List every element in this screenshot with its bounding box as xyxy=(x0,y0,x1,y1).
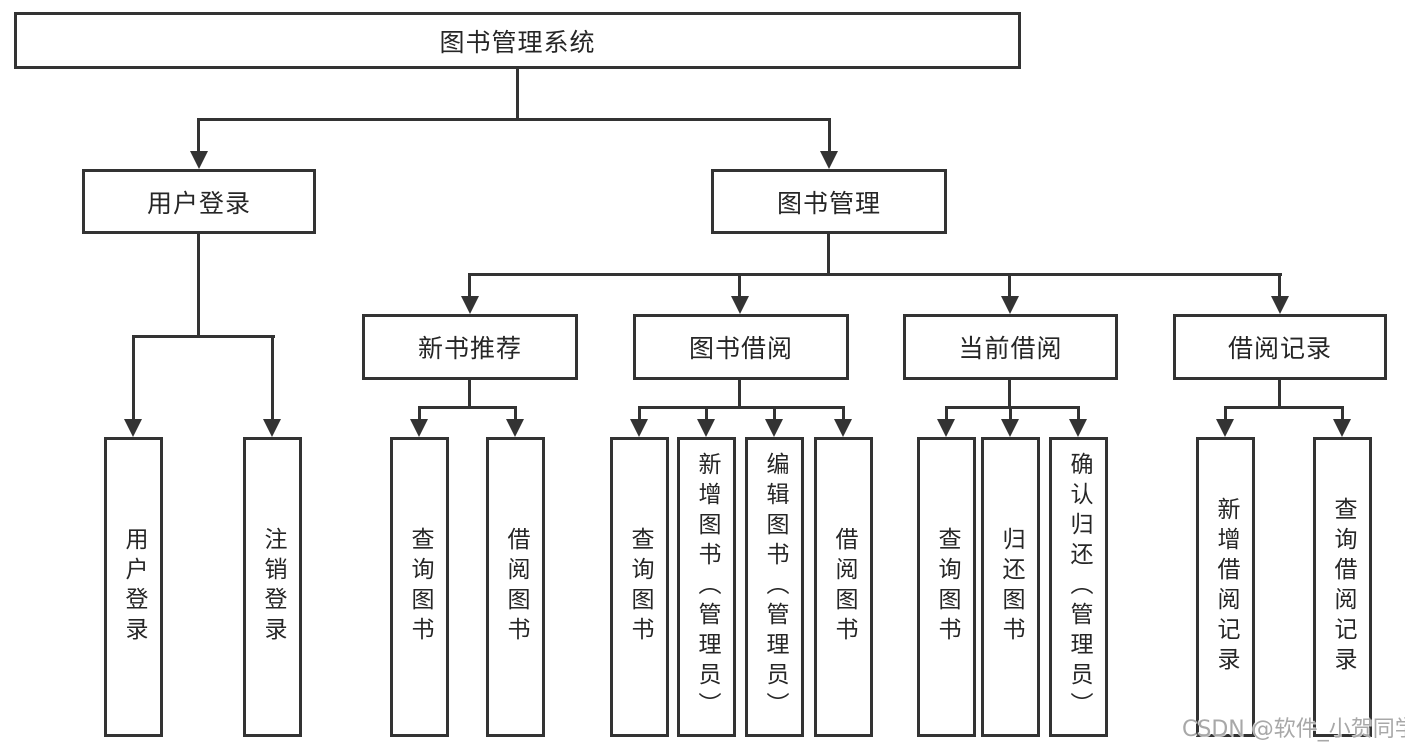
stem-line xyxy=(1009,406,1012,421)
node-user-login-label: 用户登录 xyxy=(146,188,251,218)
leaf-logout-label: 注销登录 xyxy=(260,527,286,647)
leaf-borrow-books-recommend: 借阅图书 xyxy=(486,437,545,737)
stem-line xyxy=(1008,273,1011,298)
bus-line xyxy=(945,406,1080,409)
leaf-user-login: 用户登录 xyxy=(104,437,163,737)
stem-line xyxy=(516,69,519,120)
node-user-login: 用户登录 xyxy=(82,169,316,234)
leaf-query-books-current-label: 查询图书 xyxy=(934,527,960,647)
stem-line xyxy=(418,406,421,421)
leaf-add-borrow-record-label: 新增借阅记录 xyxy=(1213,497,1239,677)
arrowhead-icon xyxy=(765,419,783,437)
arrowhead-icon xyxy=(263,419,281,437)
stem-line xyxy=(1008,380,1011,409)
stem-line xyxy=(197,234,200,338)
node-new-book-recommend: 新书推荐 xyxy=(362,314,578,380)
leaf-borrow-books-recommend-label: 借阅图书 xyxy=(503,527,529,647)
node-book-borrow: 图书借阅 xyxy=(633,314,849,380)
leaf-edit-books-admin: 编辑图书（管理员） xyxy=(745,437,804,737)
node-current-borrow: 当前借阅 xyxy=(903,314,1118,380)
bus-line xyxy=(638,406,845,409)
arrowhead-icon xyxy=(1216,419,1234,437)
stem-line xyxy=(1341,406,1344,421)
arrowhead-icon xyxy=(461,296,479,314)
node-borrow-records: 借阅记录 xyxy=(1173,314,1387,380)
leaf-query-books-recommend: 查询图书 xyxy=(390,437,449,737)
leaf-confirm-return-admin: 确认归还（管理员） xyxy=(1049,437,1108,737)
stem-line xyxy=(945,406,948,421)
leaf-query-borrow-record: 查询借阅记录 xyxy=(1313,437,1372,737)
node-root: 图书管理系统 xyxy=(14,12,1021,69)
leaf-query-books-borrow-label: 查询图书 xyxy=(627,527,653,647)
arrowhead-icon xyxy=(124,419,142,437)
node-book-management-label: 图书管理 xyxy=(776,188,881,218)
stem-line xyxy=(827,234,830,276)
stem-line xyxy=(1224,406,1227,421)
leaf-add-books-admin: 新增图书（管理员） xyxy=(677,437,736,737)
leaf-add-borrow-record: 新增借阅记录 xyxy=(1196,437,1255,737)
bus-line xyxy=(197,118,831,121)
node-book-management: 图书管理 xyxy=(711,169,947,234)
stem-line xyxy=(705,406,708,421)
leaf-user-login-label: 用户登录 xyxy=(121,527,147,647)
arrowhead-icon xyxy=(731,296,749,314)
stem-line xyxy=(638,406,641,421)
arrowhead-icon xyxy=(506,419,524,437)
leaf-add-books-admin-label: 新增图书（管理员） xyxy=(694,452,720,722)
stem-line xyxy=(1278,273,1281,298)
leaf-borrow-books-label: 借阅图书 xyxy=(831,527,857,647)
stem-line xyxy=(828,118,831,153)
arrowhead-icon xyxy=(1271,296,1289,314)
leaf-return-books-label: 归还图书 xyxy=(998,527,1024,647)
arrowhead-icon xyxy=(937,419,955,437)
bus-line xyxy=(468,273,1282,276)
leaf-query-books-borrow: 查询图书 xyxy=(610,437,669,737)
node-root-label: 图书管理系统 xyxy=(439,27,596,57)
arrowhead-icon xyxy=(697,419,715,437)
arrowhead-icon xyxy=(1069,419,1087,437)
leaf-query-borrow-record-label: 查询借阅记录 xyxy=(1330,497,1356,677)
bus-line xyxy=(1224,406,1344,409)
leaf-query-books-recommend-label: 查询图书 xyxy=(407,527,433,647)
arrowhead-icon xyxy=(190,151,208,169)
arrowhead-icon xyxy=(1001,419,1019,437)
bus-line xyxy=(132,335,275,338)
arrowhead-icon xyxy=(1333,419,1351,437)
leaf-borrow-books: 借阅图书 xyxy=(814,437,873,737)
csdn-watermark: CSDN @软件_小贺同学 xyxy=(1182,717,1405,742)
leaf-return-books: 归还图书 xyxy=(981,437,1040,737)
leaf-edit-books-admin-label: 编辑图书（管理员） xyxy=(762,452,788,722)
stem-line xyxy=(842,406,845,421)
bus-line xyxy=(418,406,517,409)
stem-line xyxy=(738,380,741,409)
stem-line xyxy=(132,335,135,421)
arrowhead-icon xyxy=(834,419,852,437)
stem-line xyxy=(514,406,517,421)
stem-line xyxy=(738,273,741,298)
arrowhead-icon xyxy=(1001,296,1019,314)
stem-line xyxy=(271,335,274,421)
arrowhead-icon xyxy=(820,151,838,169)
arrowhead-icon xyxy=(410,419,428,437)
stem-line xyxy=(468,273,471,298)
leaf-logout: 注销登录 xyxy=(243,437,302,737)
node-new-book-recommend-label: 新书推荐 xyxy=(417,334,522,363)
stem-line xyxy=(1278,380,1281,409)
leaf-confirm-return-admin-label: 确认归还（管理员） xyxy=(1066,452,1092,722)
leaf-query-books-current: 查询图书 xyxy=(917,437,976,737)
node-current-borrow-label: 当前借阅 xyxy=(958,334,1063,363)
node-book-borrow-label: 图书借阅 xyxy=(688,334,793,363)
stem-line xyxy=(773,406,776,421)
arrowhead-icon xyxy=(630,419,648,437)
stem-line xyxy=(468,380,471,409)
node-borrow-records-label: 借阅记录 xyxy=(1227,334,1332,363)
stem-line xyxy=(197,118,200,153)
stem-line xyxy=(1077,406,1080,421)
